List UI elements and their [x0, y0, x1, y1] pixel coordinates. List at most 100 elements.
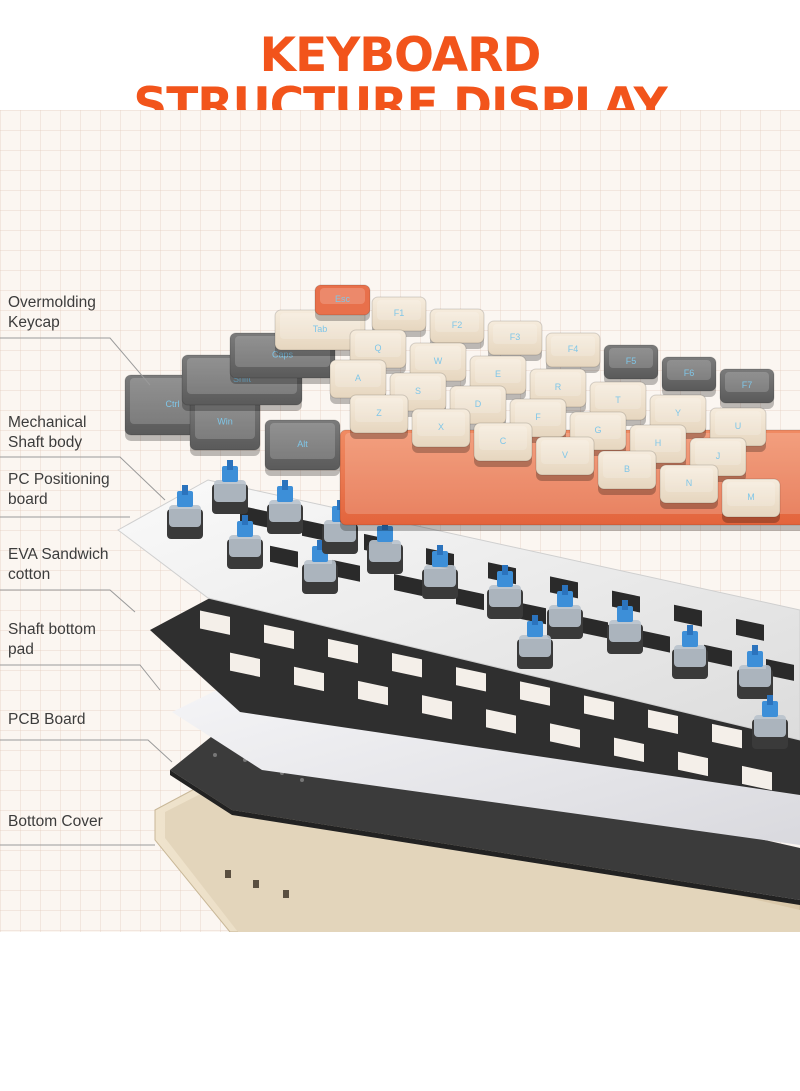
keycap-legend: Tab	[313, 324, 328, 334]
label-bottom-cover: Bottom Cover	[8, 812, 103, 832]
keycap-legend: S	[415, 386, 421, 396]
letter-keycap: S	[389, 372, 447, 417]
keycap-legend: F3	[510, 332, 521, 342]
keycap-legend: C	[500, 436, 507, 446]
switch	[517, 615, 553, 669]
switch	[737, 645, 773, 699]
keycap-legend: T	[615, 395, 621, 405]
switch	[547, 585, 583, 639]
eva-hole	[584, 695, 614, 720]
switch	[367, 520, 403, 574]
keycap-legend: A	[355, 373, 361, 383]
keycap-legend: F1	[394, 308, 405, 318]
title-line-1: KEYBOARD	[259, 28, 542, 83]
switch	[607, 600, 643, 654]
label-pc-positioning-board: PC Positioning board	[8, 470, 110, 510]
plate-hole	[674, 604, 702, 627]
keycap-legend: Q	[374, 343, 381, 353]
eva-hole	[422, 695, 452, 720]
keycap-legend: J	[716, 451, 721, 461]
letter-keycap: Z	[349, 394, 409, 439]
keycap-legend: Y	[675, 408, 681, 418]
label-line: Mechanical Shaft body	[8, 414, 87, 451]
keycap-legend: U	[735, 421, 742, 431]
eva-hole	[200, 610, 230, 635]
keycap-legend: F7	[742, 380, 753, 390]
exploded-keyboard-illustration: CtrlWinAltShiftCapsTabEscF1F2F3F4F5F6F7Q…	[0, 284, 800, 932]
plate-hole	[642, 630, 670, 653]
letter-keycap: A	[329, 359, 387, 404]
function-keycap: F7	[719, 368, 775, 409]
eva-hole	[614, 737, 644, 762]
letter-keycap: X	[411, 408, 471, 453]
keycap-legend: D	[475, 399, 482, 409]
eva-hole	[264, 624, 294, 650]
label-line: Bottom Cover	[8, 813, 103, 830]
plate-hole	[736, 618, 764, 641]
letter-keycap: B	[597, 450, 657, 495]
eva-hole	[230, 652, 260, 677]
plate-hole	[456, 588, 484, 611]
keycap-legend: R	[555, 382, 562, 392]
keycap-legend: F6	[684, 368, 695, 378]
esc-keycap: Esc	[314, 284, 371, 321]
keycap-legend: Caps	[272, 350, 294, 360]
eva-hole	[742, 765, 772, 791]
keycap-legend: M	[747, 492, 755, 502]
label-mechanical-shaft-body: Mechanical Shaft body	[8, 413, 86, 453]
eva-hole	[294, 666, 324, 692]
plate-hole	[270, 545, 298, 568]
keycap-legend: W	[434, 356, 443, 366]
function-keycap: F4	[545, 332, 601, 373]
switch	[167, 485, 203, 539]
keycap-legend: Win	[217, 417, 233, 427]
switch	[672, 625, 708, 679]
keycap-legend: Esc	[335, 294, 351, 304]
function-keycap: F1	[371, 296, 427, 337]
function-keycap: F3	[487, 320, 543, 361]
switch	[752, 695, 788, 749]
eva-hole	[712, 723, 742, 749]
label-line: Overmolding Keycap	[8, 294, 96, 331]
plate-hole	[580, 616, 608, 639]
letter-keycap: M	[721, 478, 781, 523]
plate-hole	[704, 644, 732, 667]
plate-hole	[518, 602, 546, 625]
keycap-legend: G	[594, 425, 601, 435]
switch	[212, 460, 248, 514]
label-pcb-board: PCB Board	[8, 710, 86, 730]
label-line: Shaft bottom pad	[8, 621, 96, 658]
letter-keycap: C	[473, 422, 533, 467]
keycap-legend: F	[535, 412, 541, 422]
label-overmolding-keycap: Overmolding Keycap	[8, 293, 96, 333]
letter-keycap: N	[659, 464, 719, 509]
eva-sandwich-cotton-layer	[150, 582, 800, 795]
function-keycap: F5	[603, 344, 659, 385]
keycap-layer: CtrlWinAltShiftCapsTabEscF1F2F3F4F5F6F7Q…	[124, 284, 800, 531]
plate-hole	[394, 574, 422, 596]
eva-hole	[392, 653, 422, 678]
switch	[302, 540, 338, 594]
eva-hole	[486, 709, 516, 734]
plate-hole	[332, 559, 360, 582]
letter-keycap: W	[409, 342, 467, 387]
keycap-legend: Ctrl	[166, 399, 180, 409]
switch	[267, 480, 303, 534]
eva-hole	[648, 709, 678, 735]
keycap-legend: N	[686, 478, 693, 488]
switch	[422, 545, 458, 599]
keycap-legend: E	[495, 369, 501, 379]
label-line: PCB Board	[8, 711, 86, 728]
eva-hole	[678, 751, 708, 777]
eva-hole	[550, 723, 580, 748]
keycap-legend: V	[562, 450, 568, 460]
eva-hole	[456, 667, 486, 692]
label-line: EVA Sandwich cotton	[8, 546, 109, 583]
keycap-legend: B	[624, 464, 630, 474]
keycap-legend: F5	[626, 356, 637, 366]
eva-hole	[358, 680, 388, 706]
eva-hole	[328, 638, 358, 664]
exploded-keyboard-canvas: CtrlWinAltShiftCapsTabEscF1F2F3F4F5F6F7Q…	[0, 110, 800, 932]
keycap-legend: Alt	[297, 439, 308, 449]
pc-positioning-board-layer	[117, 479, 800, 741]
